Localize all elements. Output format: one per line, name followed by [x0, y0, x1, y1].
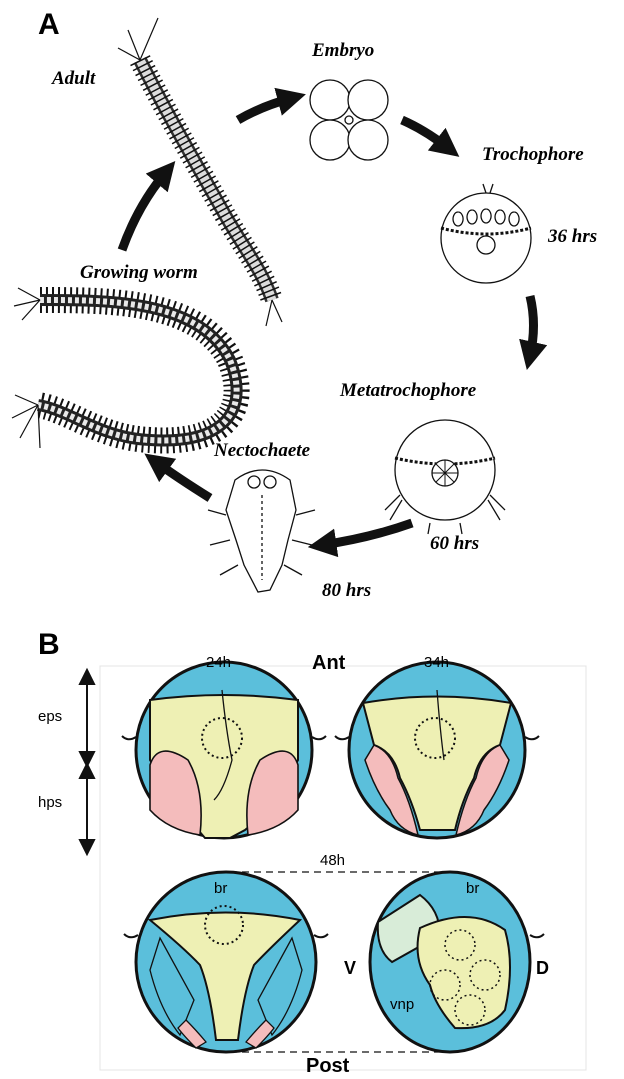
- arrow-metatrochophore-to-nectochaete: [322, 523, 412, 545]
- ventral-label: V: [344, 958, 356, 979]
- larva-48h-lateral: [370, 872, 544, 1052]
- trochophore-illustration: [441, 184, 531, 283]
- metatrochophore-illustration: [385, 420, 505, 534]
- time-label-metatrochophore: 60 hrs: [430, 533, 479, 555]
- nectochaete-illustration: [208, 470, 315, 592]
- stage-label-embryo: Embryo: [312, 40, 374, 62]
- hps-label: hps: [38, 794, 62, 811]
- larva-48h-ventral: [124, 872, 328, 1052]
- axis-label-post: Post: [306, 1055, 349, 1078]
- arrow-worm-to-adult: [122, 172, 166, 250]
- stage-label-trochophore: Trochophore: [482, 144, 584, 166]
- stage-label-adult: Adult: [52, 68, 95, 90]
- eps-hps-axis: [80, 670, 94, 854]
- larva-24h: [122, 662, 326, 838]
- axis-label-ant: Ant: [312, 652, 345, 675]
- larva-34h: [335, 662, 539, 838]
- stage-label-nectochaete: Nectochaete: [214, 440, 310, 462]
- br-label-ventral: br: [214, 880, 227, 897]
- growing-worm-illustration: [12, 288, 237, 448]
- time-label-trochophore: 36 hrs: [548, 226, 597, 248]
- stage-label-metatrochophore: Metatrochophore: [340, 380, 476, 402]
- stage-label-growing-worm: Growing worm: [80, 262, 198, 284]
- embryo-illustration: [310, 80, 388, 160]
- arrow-embryo-to-trochophore: [402, 120, 448, 148]
- dorsal-label: D: [536, 958, 549, 979]
- time-label-48h: 48h: [320, 852, 345, 869]
- time-label-34h: 34h: [424, 654, 449, 671]
- panel-b-label: B: [38, 628, 60, 662]
- arrow-nectochaete-to-worm: [156, 462, 210, 498]
- br-label-lateral: br: [466, 880, 479, 897]
- time-label-nectochaete: 80 hrs: [322, 580, 371, 602]
- arrow-adult-to-embryo: [238, 98, 292, 120]
- time-label-24h: 24h: [206, 654, 231, 671]
- eps-label: eps: [38, 708, 62, 725]
- vnp-label: vnp: [390, 996, 414, 1013]
- arrow-trochophore-to-metatrochophore: [530, 296, 534, 356]
